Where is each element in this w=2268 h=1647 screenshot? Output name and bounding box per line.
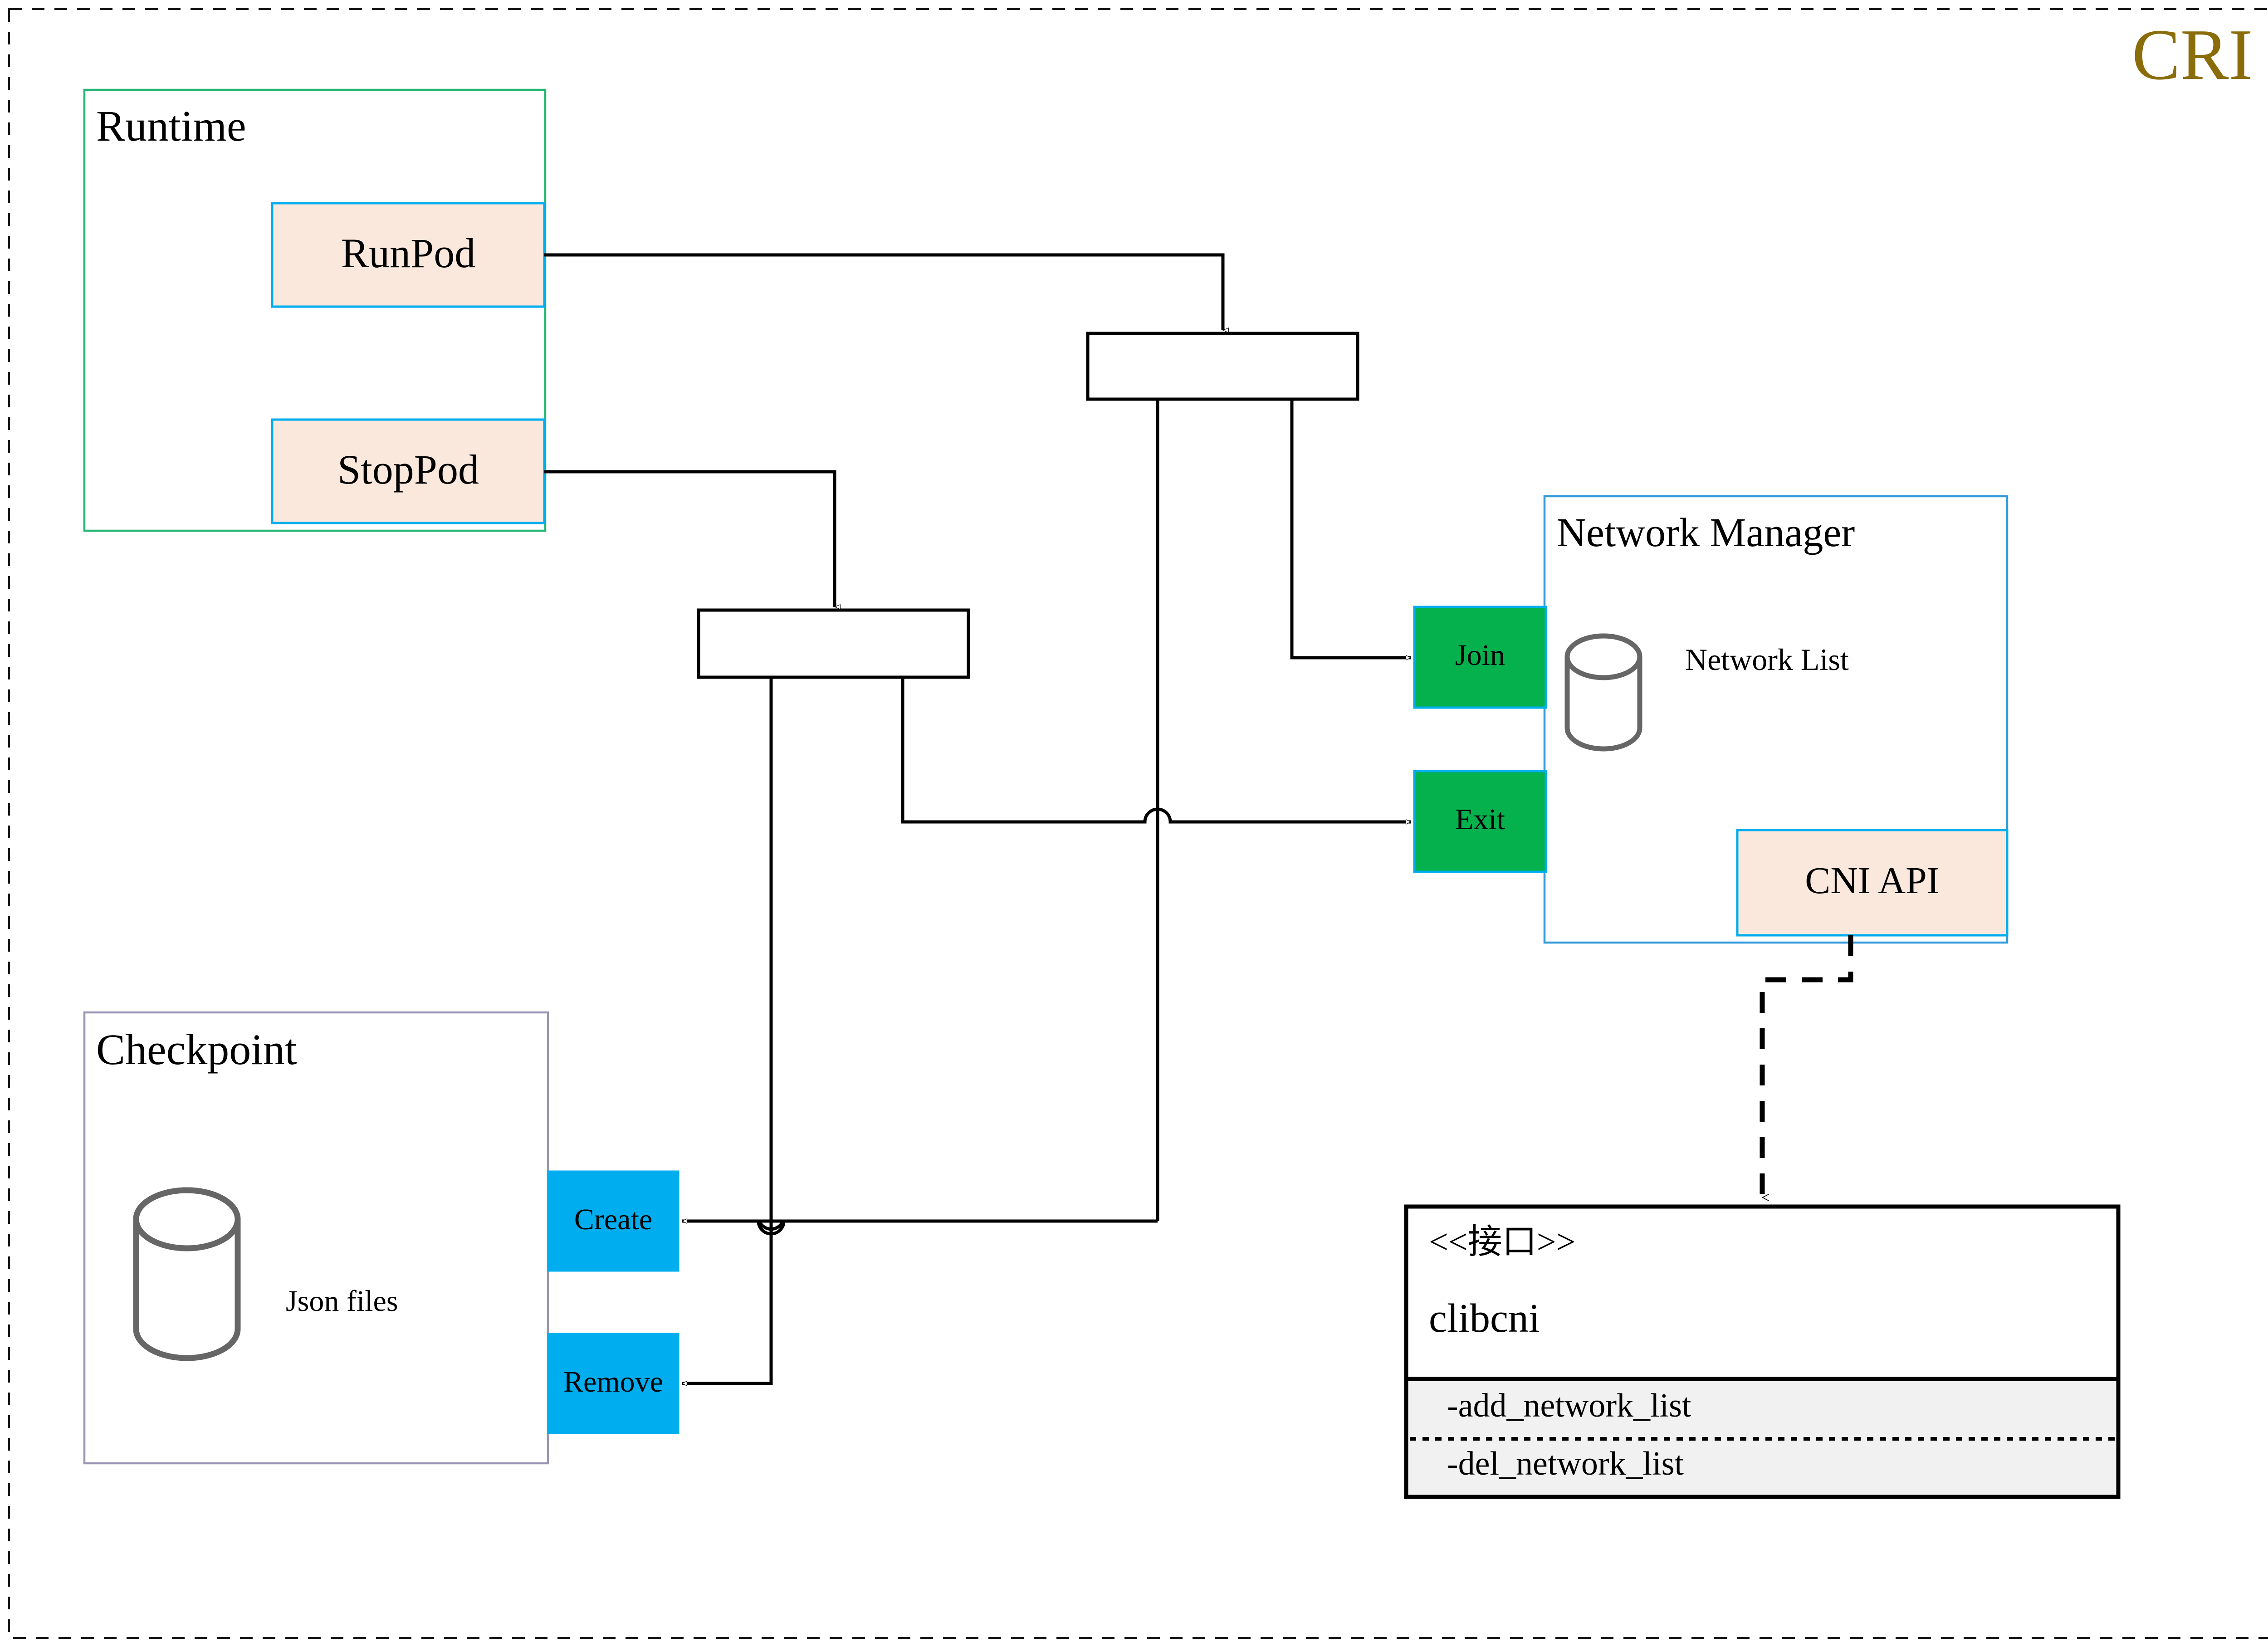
json-files-cylinder-icon: [133, 1187, 241, 1361]
edge-fanout-lower-right-to-exit: [901, 677, 1411, 822]
join-box-shape: [1413, 606, 1547, 709]
network-list-label: Network List: [1685, 642, 1849, 677]
exit-box-shape: [1413, 770, 1547, 873]
edge-fanout-upper-right-to-join: [1290, 399, 1411, 658]
stoppod-fanout-box: [697, 608, 970, 679]
exit-label[interactable]: Exit: [1455, 803, 1505, 836]
edge-runpod-to-fanout: [544, 253, 1223, 330]
stoppod-box-shape: [271, 418, 546, 524]
cni-api-label[interactable]: CNI API: [1805, 860, 1940, 902]
runpod-label[interactable]: RunPod: [341, 230, 476, 276]
runpod-fanout-box: [1086, 332, 1359, 401]
runpod-box-shape: [271, 202, 546, 308]
network-list-cylinder-icon: [1564, 633, 1642, 752]
clibcni-operation-add: -add_network_list: [1447, 1387, 1691, 1424]
edge-stoppod-to-fanout: [544, 470, 835, 607]
diagram-title: CRI: [2132, 14, 2253, 95]
clibcni-stereotype: <<接口>>: [1429, 1223, 1576, 1261]
edge-to-create-arrow: [682, 1221, 1158, 1236]
outer-frame: [8, 8, 2268, 1639]
clibcni-operation-del: -del_network_list: [1447, 1445, 1684, 1482]
edge-to-create: [682, 1219, 1158, 1231]
remove-label[interactable]: Remove: [563, 1365, 663, 1398]
create-box-shape: [547, 1170, 679, 1272]
clibcni-name: clibcni: [1429, 1296, 1540, 1341]
runtime-title: Runtime: [96, 102, 246, 150]
network-manager-title: Network Manager: [1557, 510, 1855, 555]
remove-box-shape: [547, 1333, 679, 1434]
join-label[interactable]: Join: [1455, 639, 1505, 672]
json-files-label: Json files: [286, 1285, 398, 1318]
stoppod-label[interactable]: StopPod: [337, 446, 479, 493]
checkpoint-title: Checkpoint: [96, 1025, 297, 1074]
create-label[interactable]: Create: [574, 1203, 653, 1236]
edge-fanout-lower-left-leg: [682, 677, 773, 1383]
edge-cniapi-to-clibcni: [1760, 935, 1853, 1197]
cni-api-box-shape: [1736, 829, 2009, 937]
